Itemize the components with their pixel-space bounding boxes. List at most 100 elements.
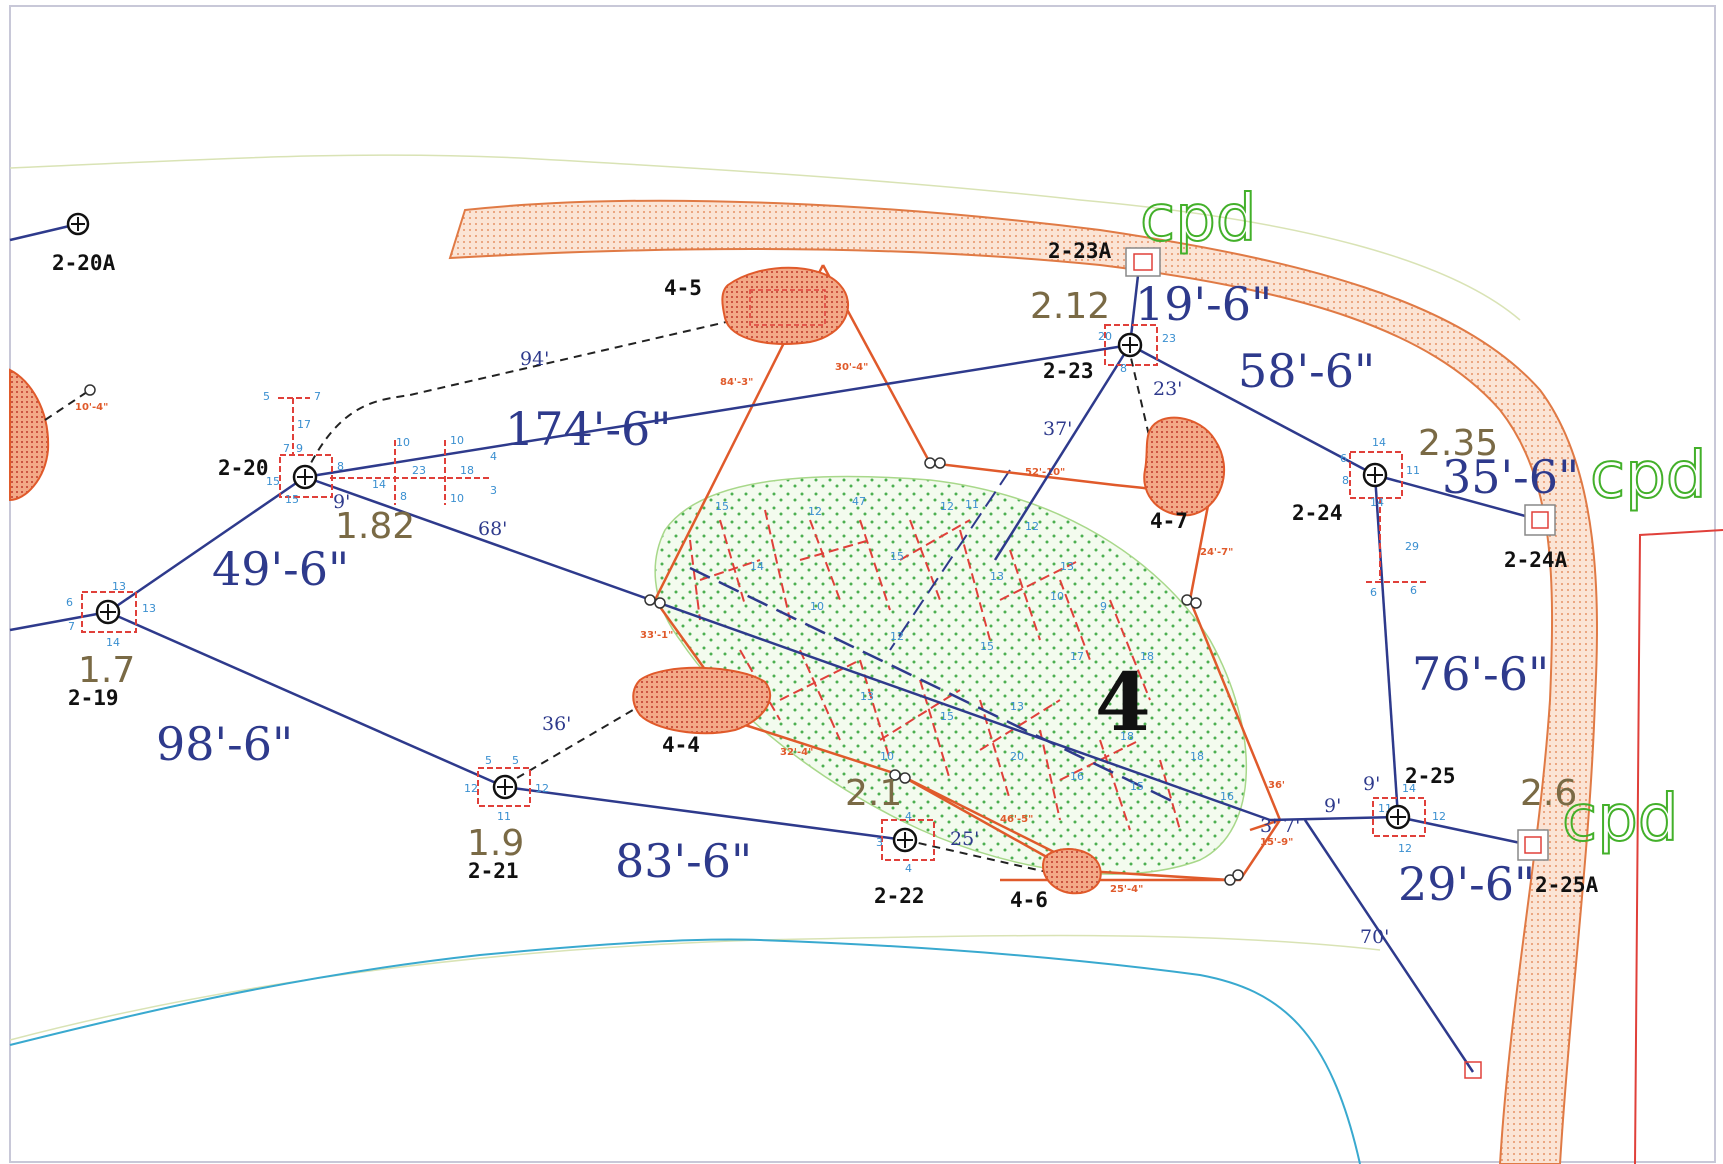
svg-text:15: 15 xyxy=(285,493,299,506)
svg-text:18: 18 xyxy=(460,464,474,477)
svg-text:10: 10 xyxy=(450,434,464,447)
cpd-label-bottom: cpd xyxy=(1562,782,1678,856)
pipe-length-58: 58'-6" xyxy=(1238,344,1375,398)
svg-text:4: 4 xyxy=(905,862,912,875)
svg-text:11: 11 xyxy=(965,498,979,511)
manhole-2-20A-label: 2-20A xyxy=(52,251,116,275)
svg-text:47: 47 xyxy=(852,495,866,508)
lateral-stub-2-20 xyxy=(278,397,1426,583)
svg-text:13: 13 xyxy=(990,570,1004,583)
rock-left-partial xyxy=(9,368,50,502)
pipe-length-35: 35'-6" xyxy=(1442,450,1579,504)
svg-text:5: 5 xyxy=(263,390,270,403)
pit-4-7-label: 4-7 xyxy=(1150,509,1188,533)
manhole-symbols xyxy=(66,212,1411,853)
manhole-pads xyxy=(81,324,1426,861)
svg-text:84'-3": 84'-3" xyxy=(720,377,753,388)
svg-text:20: 20 xyxy=(1010,750,1024,763)
length-68: 68' xyxy=(478,518,507,540)
svg-text:5: 5 xyxy=(512,754,519,767)
svg-text:18: 18 xyxy=(1120,730,1134,743)
svg-text:13: 13 xyxy=(112,580,126,593)
svg-text:8: 8 xyxy=(337,460,344,473)
svg-text:16: 16 xyxy=(1070,770,1084,783)
boundary-line-bottom xyxy=(9,934,1381,1041)
svg-text:17: 17 xyxy=(297,418,311,431)
cleanouts xyxy=(84,384,1244,886)
svg-text:14: 14 xyxy=(1402,782,1416,795)
svg-text:12: 12 xyxy=(1398,842,1412,855)
svg-text:10: 10 xyxy=(1050,590,1064,603)
dotted-path-band xyxy=(448,199,1598,1164)
cpd-label-middle: cpd xyxy=(1590,439,1706,513)
pipe-length-83: 83'-6" xyxy=(615,834,752,888)
svg-text:30'-4": 30'-4" xyxy=(835,362,868,373)
svg-text:29: 29 xyxy=(1405,540,1419,553)
manhole-2-20-label: 2-20 xyxy=(218,456,269,480)
elevation-1-82: 1.82 xyxy=(335,506,415,547)
svg-text:12: 12 xyxy=(464,782,478,795)
svg-text:52'-10": 52'-10" xyxy=(1025,467,1065,478)
svg-text:10: 10 xyxy=(396,436,410,449)
cpd-label-top: cpd xyxy=(1140,182,1256,256)
pit-4-7 xyxy=(1143,416,1225,517)
drainfield-number: 4 xyxy=(1095,655,1151,749)
svg-text:13: 13 xyxy=(142,602,156,615)
svg-text:12: 12 xyxy=(890,630,904,643)
elevation-2-35: 2.35 xyxy=(1418,423,1498,464)
manhole-2-23A-label: 2-23A xyxy=(1048,239,1112,263)
svg-text:15: 15 xyxy=(980,640,994,653)
pit-4-6-label: 4-6 xyxy=(1010,888,1048,912)
svg-text:15'-9": 15'-9" xyxy=(1260,837,1293,848)
svg-text:7: 7 xyxy=(283,442,290,455)
svg-text:13: 13 xyxy=(1060,560,1074,573)
pit-4-5-label: 4-5 xyxy=(664,276,702,300)
elevation-1-9: 1.9 xyxy=(467,823,524,864)
length-9-c: 9' xyxy=(1363,773,1380,795)
svg-text:23: 23 xyxy=(412,464,426,477)
elevation-2-12: 2.12 xyxy=(1030,286,1110,327)
pipe-length-49: 49'-6" xyxy=(212,542,349,596)
elevation-2-6: 2.6 xyxy=(1520,773,1577,814)
length-94: 94' xyxy=(520,348,549,370)
svg-text:23: 23 xyxy=(1162,332,1176,345)
svg-text:15: 15 xyxy=(715,500,729,513)
svg-text:6: 6 xyxy=(66,596,73,609)
svg-text:8: 8 xyxy=(1342,474,1349,487)
svg-text:6: 6 xyxy=(1370,586,1377,599)
pipe-length-98: 98'-6" xyxy=(156,717,293,771)
pit-4-4-label: 4-4 xyxy=(662,733,700,757)
pit-4-6 xyxy=(1042,848,1102,895)
elevation-2-1: 2.1 xyxy=(845,773,902,814)
svg-text:12: 12 xyxy=(808,505,822,518)
svg-text:14: 14 xyxy=(750,560,764,573)
seepage-pits xyxy=(632,266,1225,895)
svg-text:18: 18 xyxy=(1140,650,1154,663)
svg-text:6: 6 xyxy=(1340,452,1347,465)
svg-text:3: 3 xyxy=(876,836,883,849)
svg-text:10: 10 xyxy=(810,600,824,613)
drainfield-branch xyxy=(889,469,1011,651)
svg-text:24'-7": 24'-7" xyxy=(1200,547,1233,558)
svg-text:5: 5 xyxy=(485,754,492,767)
svg-text:16: 16 xyxy=(1220,790,1234,803)
svg-text:11: 11 xyxy=(497,810,511,823)
length-3: 3' xyxy=(1260,815,1277,837)
manhole-2-23-label: 2-23 xyxy=(1043,359,1094,383)
svg-text:9: 9 xyxy=(296,442,303,455)
svg-text:12: 12 xyxy=(1432,810,1446,823)
manhole-2-25-label: 2-25 xyxy=(1405,764,1456,788)
svg-text:20: 20 xyxy=(1098,330,1112,343)
length-7: 7' xyxy=(1283,815,1300,837)
svg-text:14: 14 xyxy=(106,636,120,649)
boundary-line-top xyxy=(9,154,1521,321)
pit-4-4 xyxy=(632,666,772,735)
svg-text:13: 13 xyxy=(1010,700,1024,713)
svg-text:10: 10 xyxy=(880,750,894,763)
svg-text:10: 10 xyxy=(450,492,464,505)
length-9-b: 9' xyxy=(1324,795,1341,817)
